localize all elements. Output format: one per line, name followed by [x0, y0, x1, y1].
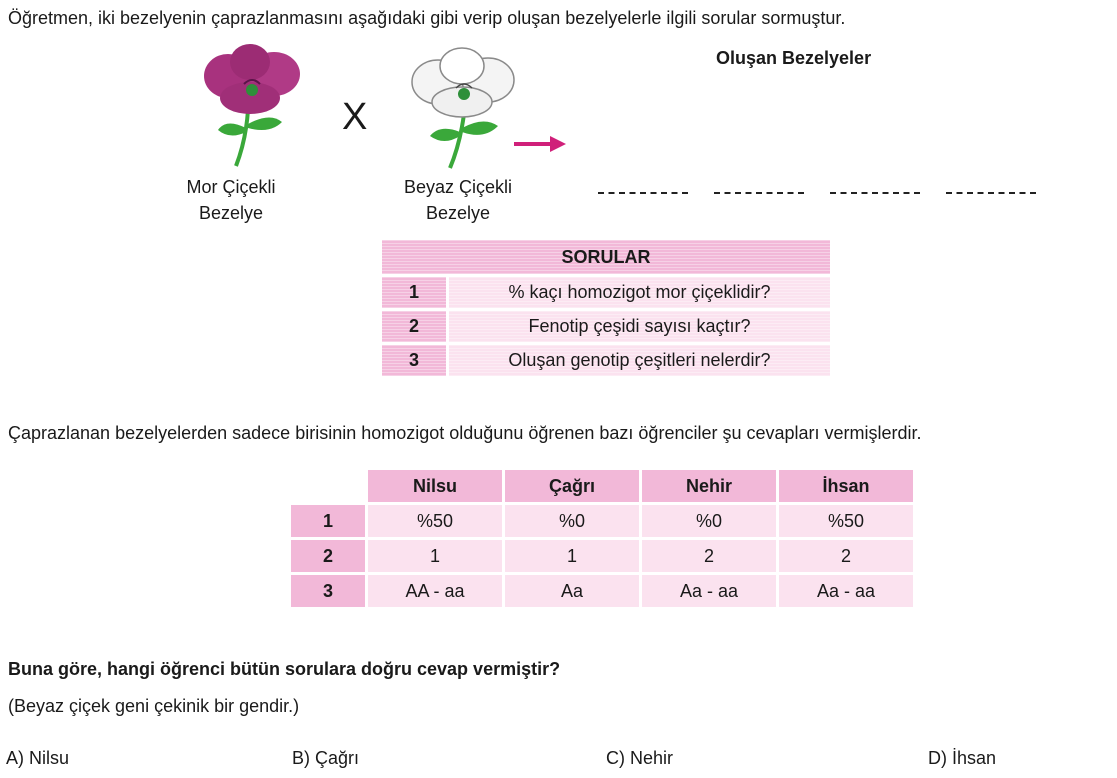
- table-row: 3 Oluşan genotip çeşitleri nelerdir?: [382, 345, 830, 376]
- purple-flower-icon: [204, 44, 300, 167]
- answer-cell: %0: [505, 505, 639, 537]
- table-row: 2 Fenotip çeşidi sayısı kaçtır?: [382, 311, 830, 342]
- option-c[interactable]: C) Nehir: [606, 748, 674, 768]
- parent1-label: Mor Çiçekli Bezelye: [156, 174, 306, 226]
- questions-header: SORULAR: [382, 240, 830, 274]
- question-text: Oluşan genotip çeşitleri nelerdir?: [449, 345, 830, 376]
- table-row: 2 1 1 2 2: [291, 540, 913, 572]
- answer-cell: %50: [779, 505, 913, 537]
- row-number: 3: [291, 575, 365, 607]
- parent1-label-line2: Bezelye: [198, 203, 264, 223]
- intro-text: Öğretmen, iki bezelyenin çaprazlanmasını…: [8, 8, 846, 28]
- middle-text: Çaprazlanan bezelyelerden sadece birisin…: [8, 423, 922, 443]
- student-header: Çağrı: [505, 470, 639, 502]
- table-row: Nilsu Çağrı Nehir İhsan: [291, 470, 913, 502]
- option-b[interactable]: B) Çağrı: [292, 748, 360, 768]
- parent2-label-line1: Beyaz Çiçekli: [403, 177, 513, 197]
- table-row: 3 AA - aa Aa Aa - aa Aa - aa: [291, 575, 913, 607]
- offspring-blank: [714, 192, 804, 194]
- option-a[interactable]: A) Nilsu: [6, 748, 70, 768]
- offspring-blank: [830, 192, 920, 194]
- question-text: Fenotip çeşidi sayısı kaçtır?: [449, 311, 830, 342]
- table-row: 1 % kaçı homozigot mor çiçeklidir?: [382, 277, 830, 308]
- answer-cell: Aa: [505, 575, 639, 607]
- row-number: 2: [291, 540, 365, 572]
- answer-cell: %0: [642, 505, 776, 537]
- questions-table: SORULAR 1 % kaçı homozigot mor çiçeklidi…: [379, 237, 833, 379]
- offspring-blank: [946, 192, 1036, 194]
- arrow-right-icon: [514, 136, 566, 152]
- offspring-title: Oluşan Bezelyeler: [716, 48, 872, 68]
- student-header: İhsan: [779, 470, 913, 502]
- answer-cell: Aa - aa: [642, 575, 776, 607]
- parent2-label: Beyaz Çiçekli Bezelye: [380, 174, 536, 226]
- parent2-label-line2: Bezelye: [425, 203, 491, 223]
- answer-cell: 1: [505, 540, 639, 572]
- answers-table: Nilsu Çağrı Nehir İhsan 1 %50 %0 %0 %50 …: [288, 467, 916, 610]
- white-flower-icon: [411, 47, 515, 169]
- answer-cell: Aa - aa: [779, 575, 913, 607]
- answer-cell: 1: [368, 540, 502, 572]
- question-number: 1: [382, 277, 446, 308]
- answer-cell: %50: [368, 505, 502, 537]
- question-number: 2: [382, 311, 446, 342]
- note-text: (Beyaz çiçek geni çekinik bir gendir.): [8, 696, 300, 716]
- parent1-label-line1: Mor Çiçekli: [186, 177, 276, 197]
- option-d[interactable]: D) İhsan: [928, 748, 997, 768]
- question-number: 3: [382, 345, 446, 376]
- question-text: % kaçı homozigot mor çiçeklidir?: [449, 277, 830, 308]
- student-header: Nilsu: [368, 470, 502, 502]
- offspring-blank: [598, 192, 688, 194]
- cross-symbol: X: [342, 96, 368, 138]
- answer-cell: AA - aa: [368, 575, 502, 607]
- answer-cell: 2: [779, 540, 913, 572]
- table-row: 1 %50 %0 %0 %50: [291, 505, 913, 537]
- empty-corner: [291, 470, 365, 502]
- question-text: Buna göre, hangi öğrenci bütün sorulara …: [8, 659, 561, 679]
- answer-cell: 2: [642, 540, 776, 572]
- student-header: Nehir: [642, 470, 776, 502]
- row-number: 1: [291, 505, 365, 537]
